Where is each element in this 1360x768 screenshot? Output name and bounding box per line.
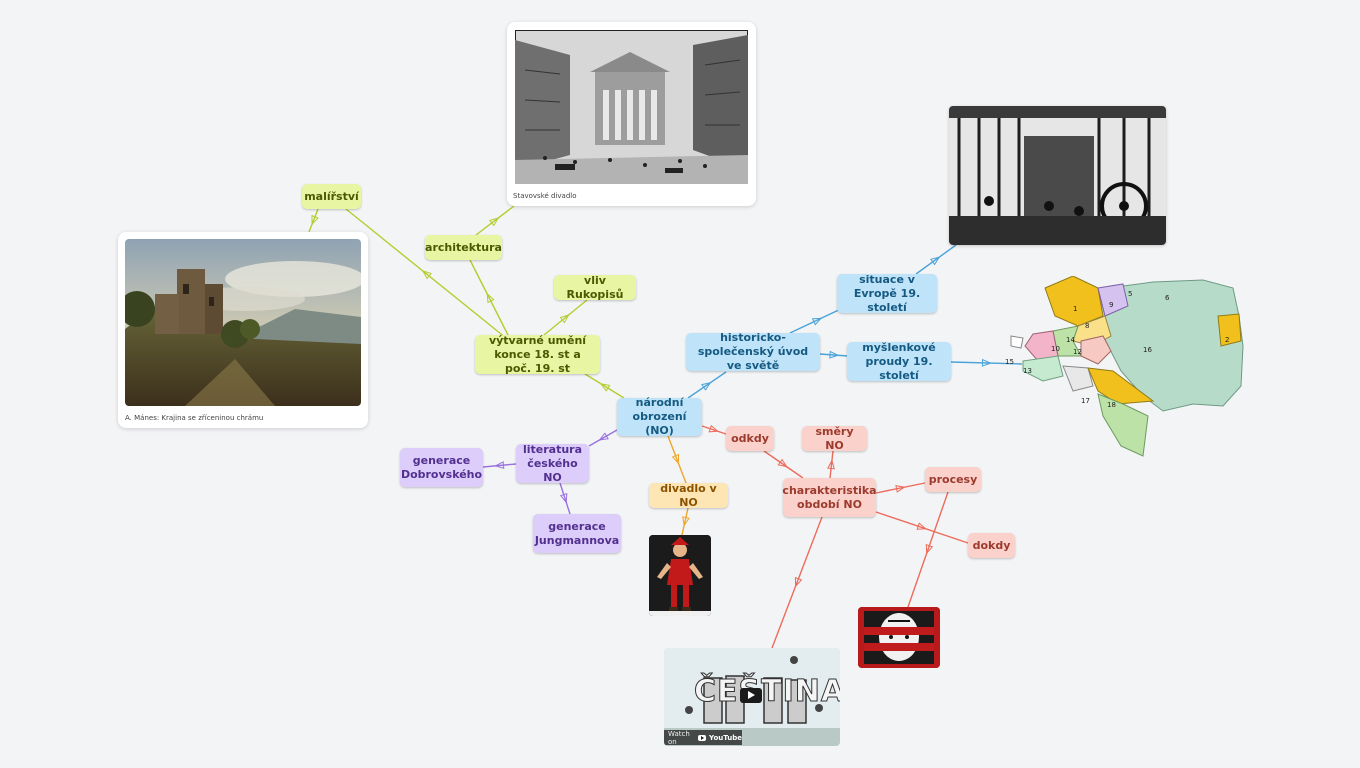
connector-literatura-dobrovskeho	[482, 461, 517, 470]
svg-text:16: 16	[1143, 346, 1152, 354]
node-procesy[interactable]: procesy	[925, 467, 981, 492]
svg-text:1: 1	[1073, 305, 1077, 313]
svg-text:18: 18	[1107, 401, 1116, 409]
node-generace-jungmannova[interactable]: generace Jungmannova	[533, 514, 621, 553]
connector-vytvarne-malirstvi	[345, 208, 507, 339]
connector-architektura-theatre	[475, 205, 515, 236]
connector-historicko-situace	[789, 306, 846, 334]
connector-odkdy-charakteristika	[763, 450, 804, 479]
connector-vytvarne-rukopisu	[543, 299, 588, 336]
connector-historicko-mysl	[819, 350, 849, 359]
node-dokdy[interactable]: dokdy	[968, 533, 1015, 558]
node-narodni-obrozeni[interactable]: národní obrození (NO)	[617, 396, 702, 437]
youtube-label: YouTube	[709, 733, 742, 742]
node-situace-v-evrope[interactable]: situace v Evropě 19. století	[837, 273, 937, 314]
theatre-caption: Stavovské divadlo	[513, 192, 577, 200]
connector-vytvarne-architektura	[469, 259, 509, 336]
connector-mysl-map	[950, 358, 1023, 367]
node-malirstvi[interactable]: malířství	[302, 184, 361, 209]
node-generace-dobrovskeho[interactable]: generace Dobrovského	[400, 448, 483, 487]
puppet-image[interactable]	[649, 535, 711, 616]
watch-on-label: Watch on	[668, 729, 690, 746]
connector-center-odkdy	[701, 424, 727, 435]
industrial-factory-image[interactable]	[949, 106, 1166, 245]
svg-text:14: 14	[1066, 336, 1075, 344]
play-icon[interactable]	[740, 688, 762, 703]
svg-text:12: 12	[1073, 348, 1082, 356]
svg-text:17: 17	[1081, 397, 1090, 405]
node-odkdy[interactable]: odkdy	[726, 426, 774, 451]
painting-card[interactable]: A. Mánes: Krajina se zříceninou chrámu	[118, 232, 368, 428]
connector-malirstvi-painting	[308, 208, 319, 233]
svg-text:6: 6	[1165, 294, 1170, 302]
svg-text:15: 15	[1005, 358, 1014, 366]
connector-center-divadlo	[667, 435, 687, 484]
svg-text:9: 9	[1109, 301, 1113, 309]
node-historicko-spolecensky-uvod[interactable]: historicko-společenský úvod ve světě	[686, 331, 820, 372]
connector-center-historicko	[687, 371, 727, 399]
connector-center-vytvarne	[584, 373, 625, 399]
video-title: ČEŠTINA	[693, 674, 840, 710]
landscape-painting-image	[125, 239, 361, 406]
connector-charakteristika-smery	[827, 450, 835, 479]
node-architektura[interactable]: architektura	[425, 235, 502, 260]
node-charakteristika-obdobi[interactable]: charakteristika období NO	[782, 478, 877, 517]
connector-charakteristika-dokdy	[875, 511, 969, 544]
video-thumbnail[interactable]: ČEŠTINA Watch on YouTube	[664, 648, 840, 746]
connector-procesy-censorship	[907, 491, 949, 608]
svg-text:13: 13	[1023, 367, 1032, 375]
connector-charakteristika-procesy	[875, 482, 926, 494]
svg-text:5: 5	[1128, 290, 1132, 298]
painting-caption: A. Mánes: Krajina se zříceninou chrámu	[125, 414, 264, 422]
node-vliv-rukopisu[interactable]: vliv Rukopisů	[554, 274, 636, 301]
svg-text:2: 2	[1225, 336, 1229, 344]
svg-text:8: 8	[1085, 322, 1089, 330]
node-vytvarne-umeni[interactable]: výtvarné umění konce 18. st a poč. 19. s…	[475, 334, 600, 375]
censorship-face-image[interactable]	[858, 607, 940, 668]
connector-center-literatura	[588, 429, 618, 447]
youtube-icon	[698, 734, 707, 741]
connector-divadlo-puppet	[681, 507, 690, 536]
connector-charakteristika-video	[771, 516, 823, 649]
connector-situace-factory	[915, 244, 957, 275]
connector-literatura-jungmannova	[559, 482, 571, 515]
node-divadlo-v-no[interactable]: divadlo v NO	[649, 482, 728, 509]
youtube-bar[interactable]: Watch on YouTube	[664, 729, 742, 746]
node-smery-no[interactable]: směry NO	[802, 425, 867, 452]
svg-text:10: 10	[1051, 345, 1060, 353]
estates-theatre-image	[515, 30, 748, 184]
node-myslenkove-proudy[interactable]: myšlenkové proudy 19. století	[847, 341, 951, 382]
node-literatura-ceskeho-no[interactable]: literatura českého NO	[516, 443, 589, 484]
theatre-card[interactable]: Stavovské divadlo	[507, 22, 756, 206]
